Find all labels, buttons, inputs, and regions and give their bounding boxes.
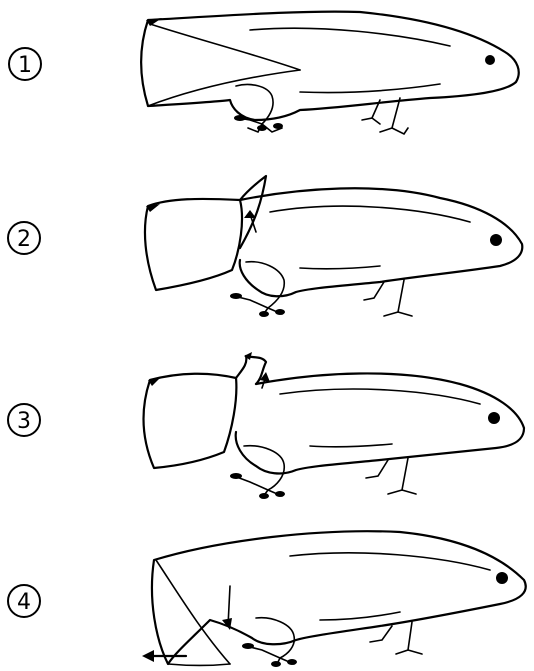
step-1-eye-icon xyxy=(485,55,495,65)
step-4-salamander xyxy=(152,531,526,667)
step-3-eye-icon xyxy=(488,412,500,424)
step-4-panel: 4 xyxy=(8,531,526,667)
step-2-eye-icon xyxy=(490,234,502,246)
step-2-salamander xyxy=(145,176,522,317)
step-1-salamander xyxy=(141,12,518,134)
step-2-panel: 2 xyxy=(8,176,522,317)
step-4-number: 4 xyxy=(17,590,31,615)
step-3-salamander xyxy=(144,352,524,499)
step-3-number: 3 xyxy=(17,409,31,434)
step-1-number: 1 xyxy=(18,53,32,78)
step-2-number: 2 xyxy=(17,227,31,252)
step-1-panel: 1 xyxy=(9,12,519,134)
step-3-panel: 3 xyxy=(8,352,524,499)
step-4-eye-icon xyxy=(496,572,508,584)
